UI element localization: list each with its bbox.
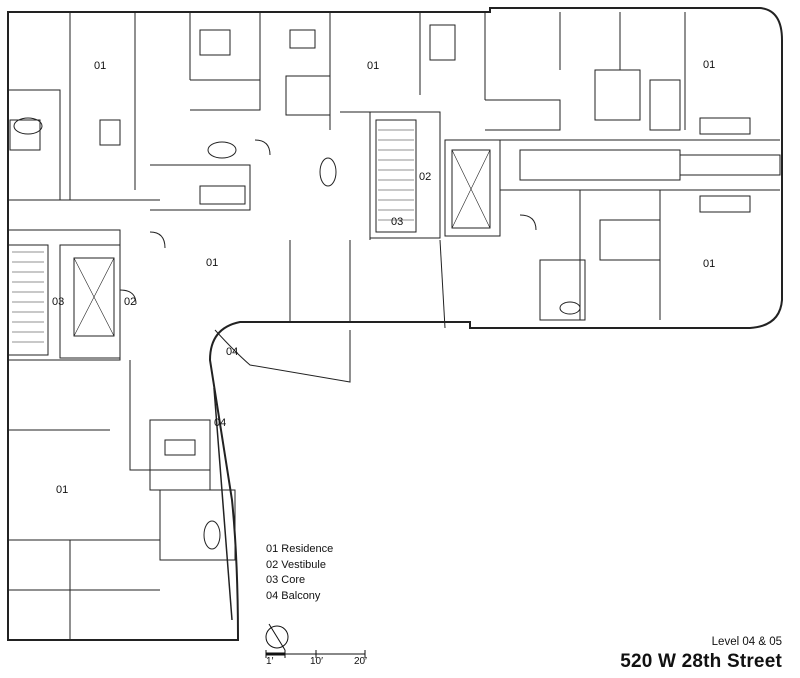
residence-label-bottom-left: 01 [56, 484, 68, 496]
legend-item-core: 03 Core [266, 574, 306, 586]
vestibule-label-central: 02 [419, 171, 431, 183]
vestibule-label-left: 02 [124, 296, 136, 308]
residence-label-center: 01 [206, 257, 218, 269]
balcony-label-upper: 04 [226, 346, 238, 358]
address-title: 520 W 28th Street [620, 651, 782, 672]
scale-label-20ft: 20′ [354, 656, 367, 667]
residence-label-top-right: 01 [703, 59, 715, 71]
building-outline [7, 7, 783, 641]
north-arrow-icon [265, 625, 289, 649]
legend-item-residence: 01 Residence [266, 543, 334, 555]
scale-labels: 1′ 10′ 20′ [262, 656, 382, 670]
legend: 01 Residence 02 Vestibule 03 Core 04 Bal… [266, 542, 333, 604]
residence-label-top-left: 01 [94, 60, 106, 72]
level-label: Level 04 & 05 [711, 636, 782, 648]
legend-item-balcony: 04 Balcony [266, 589, 321, 602]
residence-label-top-center: 01 [367, 60, 379, 72]
core-label-central: 03 [391, 216, 403, 228]
scale-label-1ft: 1′ [266, 656, 274, 667]
scale-label-10ft: 10′ [310, 656, 323, 667]
legend-item-vestibule: 02 Vestibule [266, 558, 326, 571]
balcony-label-lower: 04 [214, 417, 226, 429]
core-label-left: 03 [52, 296, 64, 308]
residence-label-right: 01 [703, 258, 715, 270]
balcony-outline [214, 329, 351, 383]
